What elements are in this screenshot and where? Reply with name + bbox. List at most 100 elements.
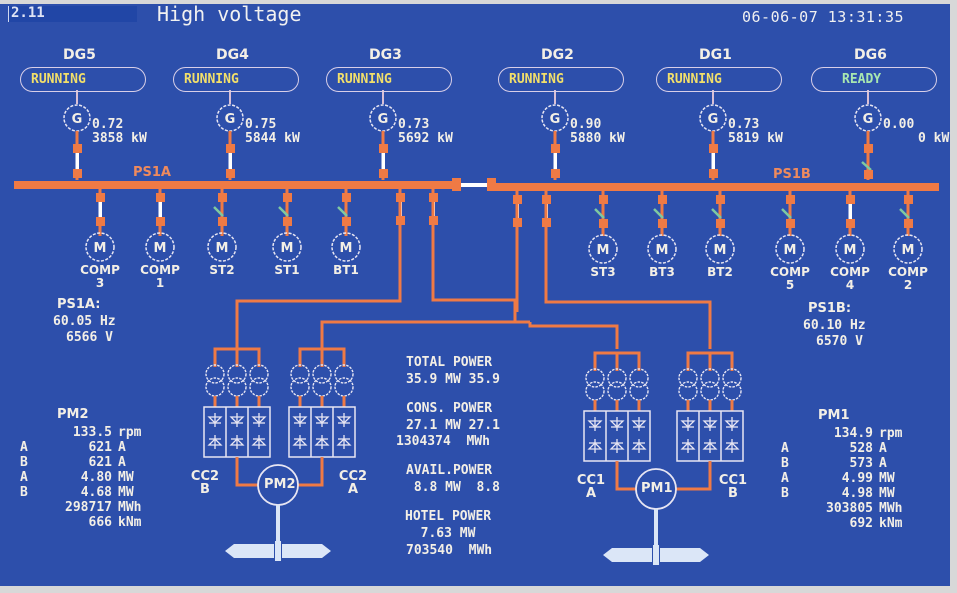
generator-breaker-lower[interactable] (864, 170, 873, 179)
breaker-open-icon (213, 206, 224, 217)
transformer-icon (312, 364, 332, 384)
generator-dg2[interactable]: G (541, 90, 569, 180)
motor-breaker-lower[interactable] (156, 217, 165, 226)
motor-breaker-lower[interactable] (599, 219, 608, 228)
readout-unit: MW (879, 486, 895, 501)
transformer-icon (722, 368, 742, 388)
converter-cc2b[interactable] (203, 347, 271, 458)
generator-breaker-upper[interactable] (709, 144, 718, 153)
generator-breaker-lower[interactable] (73, 169, 82, 178)
motor-breaker-lower[interactable] (218, 217, 227, 226)
motor-breaker-lower[interactable] (716, 219, 725, 228)
motor-breaker-upper[interactable] (342, 193, 351, 202)
motor-feeder-comp4[interactable]: M (835, 191, 865, 264)
motor-label-line1: COMP (830, 265, 870, 279)
motor-breaker-upper[interactable] (156, 193, 165, 202)
motor-breaker-upper[interactable] (96, 193, 105, 202)
generator-breaker-upper[interactable] (551, 144, 560, 153)
motor-breaker-upper[interactable] (218, 193, 227, 202)
generator-dg1[interactable]: G (699, 90, 727, 180)
page-id-box[interactable]: 2.11 (8, 5, 137, 22)
generator-dg3[interactable]: G (369, 90, 397, 180)
motor-feeder-comp1[interactable]: M (145, 189, 175, 262)
motor-breaker-lower[interactable] (283, 217, 292, 226)
transformer-icon (629, 368, 649, 388)
generator-name-dg4: DG4 (216, 47, 249, 63)
motor-feeder-st2[interactable]: M (207, 189, 237, 262)
cons-energy-value: 1304374 MWh (396, 434, 490, 449)
readout-value: 134.9 (833, 426, 873, 441)
status-text: RUNNING (509, 72, 564, 87)
motor-breaker-upper[interactable] (846, 195, 855, 204)
motor-breaker-upper[interactable] (904, 195, 913, 204)
converter-cc2a[interactable] (288, 347, 356, 458)
generator-status-dg2[interactable]: RUNNING (498, 67, 624, 92)
total-power-value: 35.9 MW 35.9 (406, 372, 500, 387)
readout-prefix: A (20, 440, 28, 455)
generator-symbol-text: G (378, 112, 389, 127)
motor-symbol-icon (893, 234, 923, 264)
motor-feeder-bt1[interactable]: M (331, 189, 361, 262)
converter-cc1b[interactable] (676, 351, 744, 462)
readout-prefix: A (781, 471, 789, 486)
pm2-motor[interactable] (225, 464, 331, 561)
motor-breaker-upper[interactable] (599, 195, 608, 204)
motor-symbol-icon (835, 234, 865, 264)
generator-breaker-lower[interactable] (709, 169, 718, 178)
readout-unit: kNm (879, 516, 903, 531)
generator-breaker-upper[interactable] (226, 144, 235, 153)
generator-status-dg1[interactable]: RUNNING (656, 67, 782, 92)
motor-symbol-icon (775, 234, 805, 264)
motor-feeder-comp5[interactable]: M (775, 191, 805, 264)
motor-symbol-text: M (784, 243, 797, 258)
motor-breaker-lower[interactable] (786, 219, 795, 228)
motor-breaker-upper[interactable] (658, 195, 667, 204)
motor-symbol-icon (85, 232, 115, 262)
generator-breaker-lower[interactable] (379, 169, 388, 178)
motor-symbol-icon (145, 232, 175, 262)
motor-breaker-lower[interactable] (904, 219, 913, 228)
motor-breaker-upper[interactable] (283, 193, 292, 202)
generator-breaker-upper[interactable] (864, 144, 873, 153)
generator-breaker-upper[interactable] (73, 144, 82, 153)
readout-value: 666 (88, 515, 112, 530)
breaker-open-icon (337, 206, 348, 217)
generator-breaker-lower[interactable] (226, 169, 235, 178)
generator-breaker-lower[interactable] (551, 169, 560, 178)
motor-label-line2: 2 (903, 278, 913, 292)
motor-breaker-lower[interactable] (342, 217, 351, 226)
generator-dg4[interactable]: G (216, 90, 244, 180)
motor-breaker-upper[interactable] (716, 195, 725, 204)
motor-breaker-lower[interactable] (846, 219, 855, 228)
readout-value: 528 (849, 441, 873, 456)
bus-tie-breaker-a[interactable] (452, 178, 461, 191)
motor-feeder-st3[interactable]: M (588, 191, 618, 264)
converter-cc1a[interactable] (583, 351, 651, 462)
status-text: READY (842, 72, 882, 87)
motor-feeder-st1[interactable]: M (272, 189, 302, 262)
pm1-motor[interactable] (603, 468, 709, 565)
generator-dg6[interactable]: G (854, 90, 882, 180)
generator-breaker-upper[interactable] (379, 144, 388, 153)
motor-feeder-comp2[interactable]: M (893, 191, 923, 264)
motor-feeder-bt2[interactable]: M (705, 191, 735, 264)
generator-status-dg5[interactable]: RUNNING (20, 67, 146, 92)
generator-status-dg6[interactable]: READY (811, 67, 937, 92)
motor-breaker-lower[interactable] (96, 217, 105, 226)
motor-feeder-comp3[interactable]: M (85, 189, 115, 262)
motor-symbol-icon (647, 234, 677, 264)
generator-status-dg4[interactable]: RUNNING (173, 67, 299, 92)
motor-breaker-upper[interactable] (786, 195, 795, 204)
generator-dg5[interactable]: G (63, 90, 91, 180)
transformer-icon (290, 364, 310, 384)
motor-feeder-bt3[interactable]: M (647, 191, 677, 264)
generator-status-dg3[interactable]: RUNNING (326, 67, 452, 92)
motor-breaker-lower[interactable] (658, 219, 667, 228)
